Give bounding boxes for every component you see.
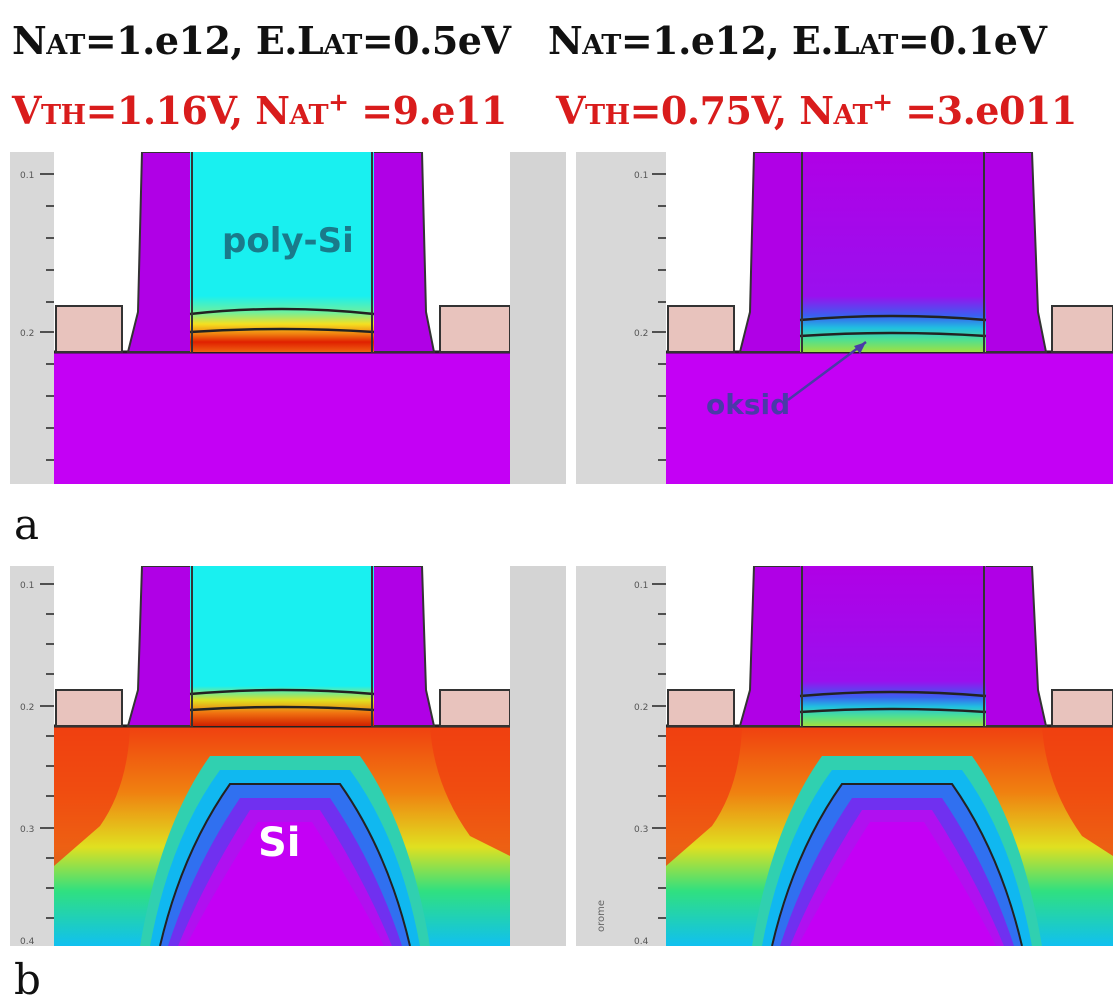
substrate xyxy=(666,352,1113,484)
oxide-label: oksid xyxy=(706,388,790,421)
subfigure-label-b: b xyxy=(14,955,41,1004)
tick-label: 0.2 xyxy=(634,703,648,713)
source-contact xyxy=(55,305,123,353)
drain-contact xyxy=(439,305,510,353)
oxide-arrow xyxy=(787,340,867,402)
poly-si-label: poly-Si xyxy=(222,221,354,261)
source-contact xyxy=(55,689,123,727)
panel-b-left: 0.1 0.2 0.3 0.4 Si xyxy=(10,566,510,946)
left-spacer xyxy=(738,566,803,727)
tick-label: 0.1 xyxy=(20,171,34,181)
drain-contact xyxy=(1051,305,1113,353)
poly-gate xyxy=(190,566,374,726)
left-spacer xyxy=(738,152,803,353)
tick-label: 0.2 xyxy=(20,329,34,339)
axis-strip xyxy=(10,152,54,484)
gate-region xyxy=(800,566,986,726)
subfigure-label-a: a xyxy=(14,500,40,549)
panel-a-left: 0.1 0.2 poly-Si xyxy=(10,152,510,484)
tick-label: 0.3 xyxy=(634,825,648,835)
tick-label: 0.1 xyxy=(634,171,648,181)
side-text: orome xyxy=(596,900,607,932)
drain-contact xyxy=(439,689,510,727)
tick-label: 0.2 xyxy=(634,329,648,339)
header-left-params: NAT=1.e12, E.LAT=0.5eV xyxy=(12,18,511,63)
left-spacer xyxy=(126,152,193,353)
separator-b xyxy=(510,566,566,946)
poly-gate xyxy=(190,152,374,352)
panel-b-right: orome 0.1 0.2 0.3 0.4 xyxy=(576,566,1113,946)
tick-label: 0.1 xyxy=(634,581,648,591)
source-contact xyxy=(667,305,735,353)
panel-a-right: 0.1 0.2 oksid xyxy=(576,152,1113,484)
left-spacer xyxy=(126,566,193,727)
si-label: Si xyxy=(258,820,301,866)
header-right-result: VTH=0.75V, NAT+ =3.e011 xyxy=(556,87,1077,133)
substrate xyxy=(54,352,510,484)
separator-a xyxy=(510,152,566,484)
source-contact xyxy=(667,689,735,727)
tick-label: 0.3 xyxy=(20,825,34,835)
tick-label: 0.4 xyxy=(20,937,35,946)
tick-label: 0.1 xyxy=(20,581,34,591)
gate-region xyxy=(800,152,986,352)
drain-contact xyxy=(1051,689,1113,727)
header-right-params: NAT=1.e12, E.LAT=0.1eV xyxy=(548,18,1047,63)
tick-label: 0.2 xyxy=(20,703,34,713)
tick-label: 0.4 xyxy=(634,937,649,946)
header-left-result: VTH=1.16V, NAT+ =9.e11 xyxy=(12,87,507,133)
